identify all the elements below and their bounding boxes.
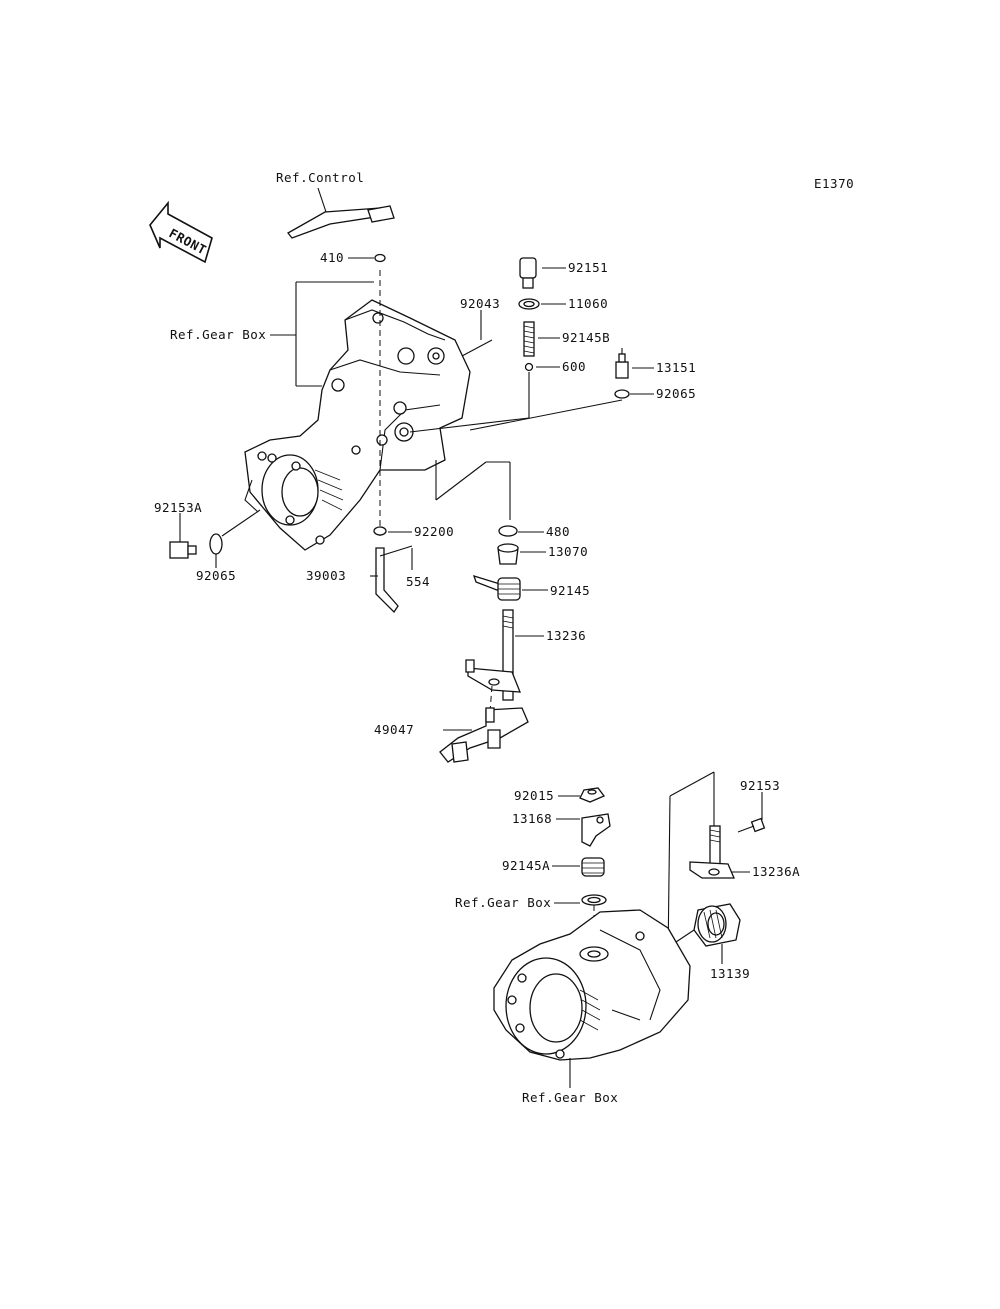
- part-13139-label: 13139: [710, 966, 750, 981]
- ball-600: [524, 362, 534, 372]
- upper-gear-box-housing: [244, 299, 471, 551]
- ref-gear-box-bottom-label: Ref.Gear Box: [522, 1090, 618, 1105]
- bushing-13070: [497, 543, 519, 565]
- spring-92145b: [523, 321, 535, 357]
- part-92145-label: 92145: [550, 583, 590, 598]
- part-92151-label: 92151: [568, 260, 608, 275]
- part-410-label: 410: [320, 250, 344, 265]
- nut-92015: [579, 787, 606, 803]
- part-92043-label: 92043: [460, 296, 500, 311]
- lower-gear-box-housing: [493, 909, 691, 1061]
- bolt-92153a: [169, 541, 197, 559]
- hub-13139: [693, 903, 741, 947]
- part-92153a-label: 92153A: [154, 500, 202, 515]
- part-13236a-label: 13236A: [752, 864, 800, 879]
- part-554-label: 554: [406, 574, 430, 589]
- part-92153-label: 92153: [740, 778, 780, 793]
- part-92145a-label: 92145A: [502, 858, 550, 873]
- part-13236-label: 13236: [546, 628, 586, 643]
- switch-13151: [615, 348, 629, 379]
- front-arrow-icon: FRONT: [149, 200, 213, 264]
- ref-gear-box-mid-label: Ref.Gear Box: [455, 895, 551, 910]
- spring-92145: [472, 575, 521, 601]
- part-49047-label: 49047: [374, 722, 414, 737]
- part-92145b-label: 92145B: [562, 330, 610, 345]
- lever-39003: [375, 545, 413, 614]
- pin-92043: [461, 339, 493, 357]
- part-13151-label: 13151: [656, 360, 696, 375]
- part-92200-label: 92200: [414, 524, 454, 539]
- part-39003-label: 39003: [306, 568, 346, 583]
- part-13070-label: 13070: [548, 544, 588, 559]
- collar-480: [498, 525, 518, 537]
- part-11060-label: 11060: [568, 296, 608, 311]
- spring-92145a: [581, 857, 605, 877]
- diagram-code: E1370: [814, 176, 854, 191]
- ref-gear-box-top-label: Ref.Gear Box: [170, 327, 266, 342]
- part-600-label: 600: [562, 359, 586, 374]
- shift-fork-49047: [439, 707, 529, 763]
- control-bracket: [287, 187, 395, 239]
- lever-13168: [581, 813, 611, 847]
- washer-92065-left: [209, 533, 223, 555]
- washer-92200: [373, 526, 387, 536]
- plug-92151: [519, 257, 537, 289]
- part-92065-left-label: 92065: [196, 568, 236, 583]
- washer-92065-right: [614, 389, 630, 399]
- ref-control-label: Ref.Control: [276, 170, 364, 185]
- washer-410: [374, 253, 386, 263]
- part-92015-label: 92015: [514, 788, 554, 803]
- shaft-13236: [465, 609, 521, 701]
- part-480-label: 480: [546, 524, 570, 539]
- shaft-13236a: [689, 825, 735, 879]
- part-92065-right-label: 92065: [656, 386, 696, 401]
- bolt-92153: [737, 817, 766, 833]
- part-13168-label: 13168: [512, 811, 552, 826]
